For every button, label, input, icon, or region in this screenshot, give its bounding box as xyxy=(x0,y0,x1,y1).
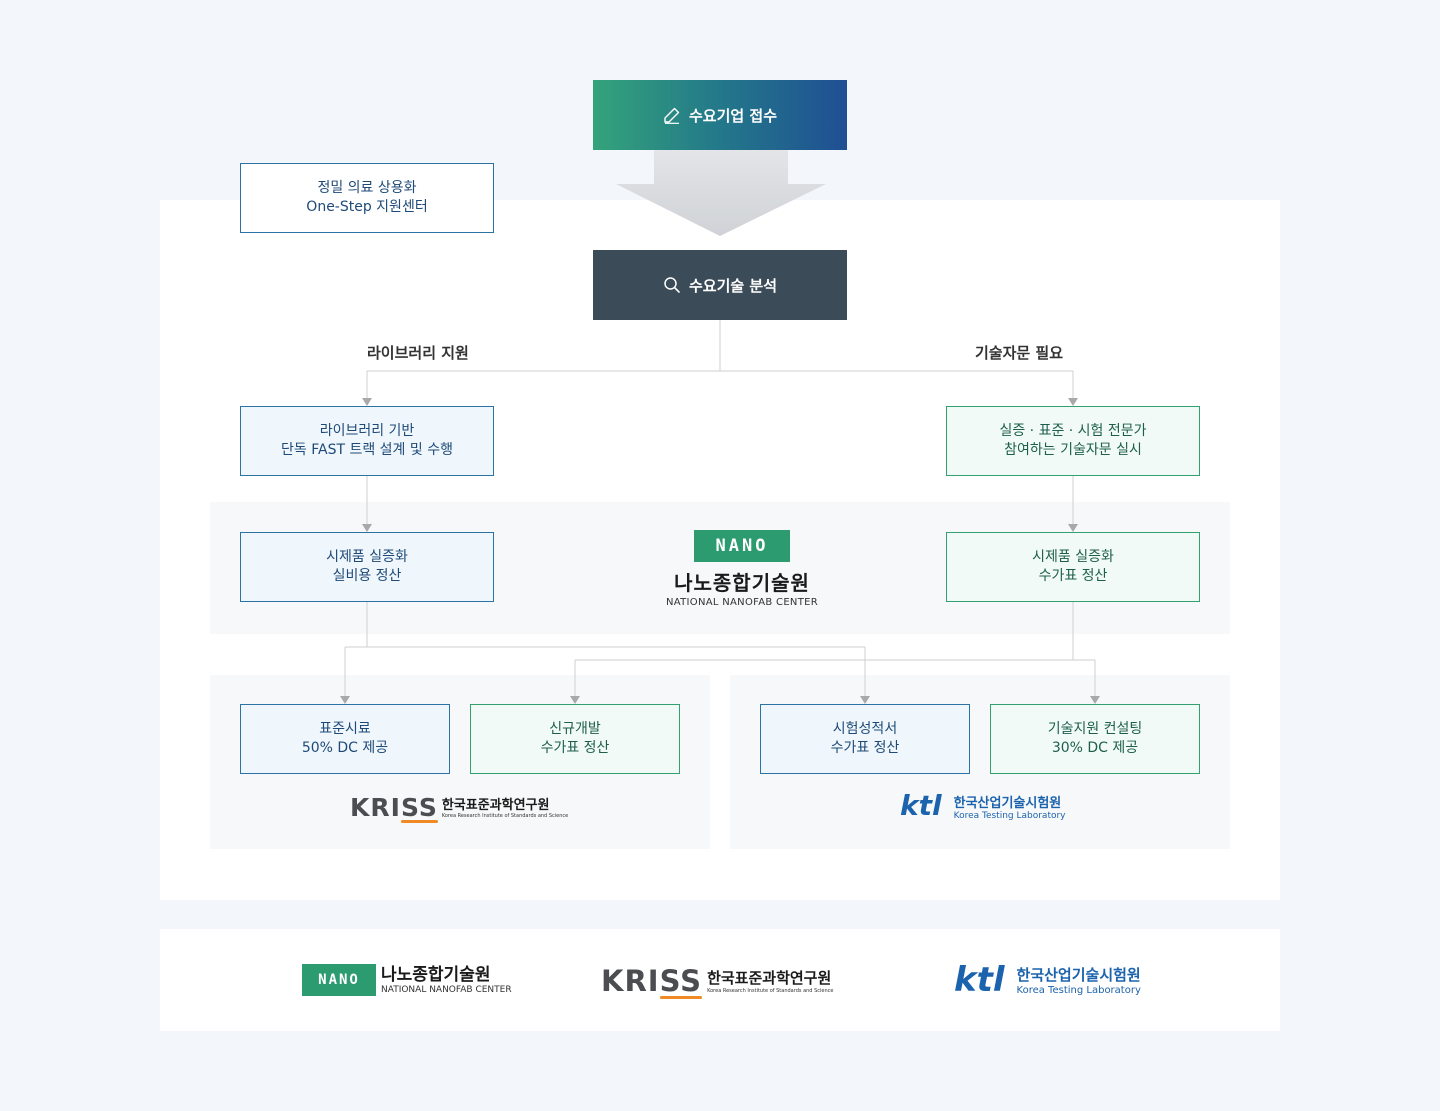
kriss-word-a: KRI xyxy=(350,792,401,822)
advisory-box-line1: 실증 · 표준 · 시험 전문가 xyxy=(999,423,1147,439)
kriss-bottom-word-a: KRI xyxy=(601,964,660,998)
ktl-bottom-english-name: Korea Testing Laboratory xyxy=(1016,985,1141,996)
kriss-word-b: SS xyxy=(400,792,438,822)
connector-lines xyxy=(344,320,1096,698)
proto-actual-line1: 시제품 실증화 xyxy=(326,549,408,565)
tech-consult-line1: 기술지원 컨설팅 xyxy=(1047,721,1143,737)
new-dev-line2: 수가표 정산 xyxy=(540,740,610,756)
kriss-english-name: Korea Research Institute of Standards an… xyxy=(441,813,569,819)
nano-bottom-korean-name: 나노종합기술원 xyxy=(381,965,491,985)
prototype-price-table-box: 시제품 실증화 수가표 정산 xyxy=(946,532,1200,602)
ktl-wordmark-bottom: ktl xyxy=(954,960,1005,1000)
proto-price-line2: 수가표 정산 xyxy=(1038,568,1108,584)
center-name-line1: 정밀 의료 상용화 xyxy=(317,180,417,196)
kriss-logo-zone: KRISS 한국표준과학연구원 Korea Research Institute… xyxy=(350,790,568,824)
standard-sample-line1: 표준시료 xyxy=(319,721,371,737)
proto-actual-line2: 실비용 정산 xyxy=(332,568,402,584)
standard-sample-line2: 50% DC 제공 xyxy=(301,740,389,756)
pencil-icon xyxy=(664,107,680,124)
big-down-arrow xyxy=(616,150,826,236)
new-dev-line1: 신규개발 xyxy=(549,721,601,737)
analysis-label: 수요기술 분석 xyxy=(688,276,778,295)
nano-logo-bottom: NANO 나노종합기술원 NATIONAL NANOFAB CENTER xyxy=(302,962,512,998)
connector-arrowheads xyxy=(340,398,1100,704)
kriss-bottom-korean-name: 한국표준과학연구원 xyxy=(707,969,832,987)
ktl-english-name: Korea Testing Laboratory xyxy=(953,810,1066,821)
test-report-line2: 수가표 정산 xyxy=(830,740,900,756)
proto-price-line1: 시제품 실증화 xyxy=(1032,549,1114,565)
ktl-logo-bottom: ktl 한국산업기술시험원 Korea Testing Laboratory xyxy=(954,960,1141,1000)
nano-bottom-english-name: NATIONAL NANOFAB CENTER xyxy=(381,985,512,995)
kriss-wordmark-bottom: KRISS xyxy=(601,964,702,998)
nano-english-name: NATIONAL NANOFAB CENTER xyxy=(666,597,818,608)
ktl-bottom-korean-name: 한국산업기술시험원 xyxy=(1016,966,1141,984)
test-report-box: 시험성적서 수가표 정산 xyxy=(760,704,970,774)
center-name-box: 정밀 의료 상용화 One-Step 지원센터 xyxy=(240,163,494,233)
kriss-bottom-english-name: Korea Research Institute of Standards an… xyxy=(707,988,834,994)
test-report-line1: 시험성적서 xyxy=(832,721,898,737)
ktl-logo-zone: ktl 한국산업기술시험원 Korea Testing Laboratory xyxy=(900,789,1066,823)
ktl-korean-name: 한국산업기술시험원 xyxy=(953,795,1062,811)
branch-label-library: 라이브러리 지원 xyxy=(367,344,469,362)
expert-advisory-box: 실증 · 표준 · 시험 전문가 참여하는 기술자문 실시 xyxy=(946,406,1200,476)
library-box-line2: 단독 FAST 트랙 설계 및 수행 xyxy=(281,442,453,458)
nano-badge-text: NANO xyxy=(715,536,769,556)
nano-logo-center: NANO 나노종합기술원 NATIONAL NANOFAB CENTER xyxy=(660,530,824,610)
prototype-actual-cost-box: 시제품 실증화 실비용 정산 xyxy=(240,532,494,602)
new-development-box: 신규개발 수가표 정산 xyxy=(470,704,680,774)
analysis-step: 수요기술 분석 xyxy=(593,250,847,320)
nano-badge-bottom-text: NANO xyxy=(318,972,360,988)
intake-step: 수요기업 접수 xyxy=(593,80,847,150)
library-fast-track-box: 라이브러리 기반 단독 FAST 트랙 설계 및 수행 xyxy=(240,406,494,476)
advisory-box-line2: 참여하는 기술자문 실시 xyxy=(1004,442,1142,458)
kriss-wordmark: KRISS xyxy=(350,793,438,822)
library-box-line1: 라이브러리 기반 xyxy=(319,423,415,439)
search-icon xyxy=(664,277,680,293)
center-name-line2: One-Step 지원센터 xyxy=(306,199,428,215)
ktl-wordmark: ktl xyxy=(900,789,942,822)
kriss-bottom-word-b: SS xyxy=(659,964,703,998)
nano-badge-bottom: NANO xyxy=(302,964,376,996)
intake-label: 수요기업 접수 xyxy=(688,106,778,125)
kriss-korean-name: 한국표준과학연구원 xyxy=(441,798,550,813)
branch-label-advisory: 기술자문 필요 xyxy=(975,344,1064,362)
kriss-logo-bottom: KRISS 한국표준과학연구원 Korea Research Institute… xyxy=(601,962,833,1000)
standard-sample-box: 표준시료 50% DC 제공 xyxy=(240,704,450,774)
tech-consulting-box: 기술지원 컨설팅 30% DC 제공 xyxy=(990,704,1200,774)
tech-consult-line2: 30% DC 제공 xyxy=(1051,740,1139,756)
nano-badge: NANO xyxy=(694,530,790,562)
nano-korean-name: 나노종합기술원 xyxy=(674,571,810,595)
